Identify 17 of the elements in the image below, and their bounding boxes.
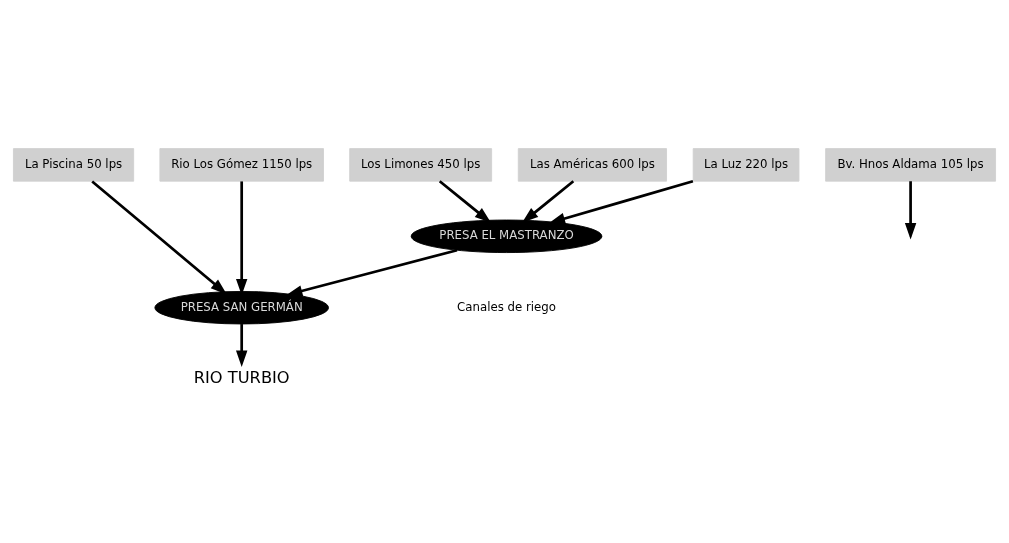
node-ellipse: PRESA EL MASTRANZO [410,219,603,253]
node-box: La Piscina 50 lps [13,147,135,182]
node-text: RIO TURBIO [193,367,290,387]
node-box: Rio Los Gómez 1150 lps [159,147,324,182]
label: Canales de riego [457,299,556,314]
node-box: Bv. Hnos Aldama 105 lps [825,147,996,182]
arrow [286,248,458,296]
arrow [91,179,227,294]
arrow [548,179,694,224]
node-box: Las Américas 600 lps [517,147,667,182]
arrow [235,180,248,295]
node-box: Los Limones 450 lps [349,147,493,182]
arrow [235,323,248,367]
arrow [438,179,491,223]
node-ellipse: PRESA SAN GERMÁN [154,290,329,324]
node-box: La Luz 220 lps [692,147,800,182]
arrow [522,179,575,223]
